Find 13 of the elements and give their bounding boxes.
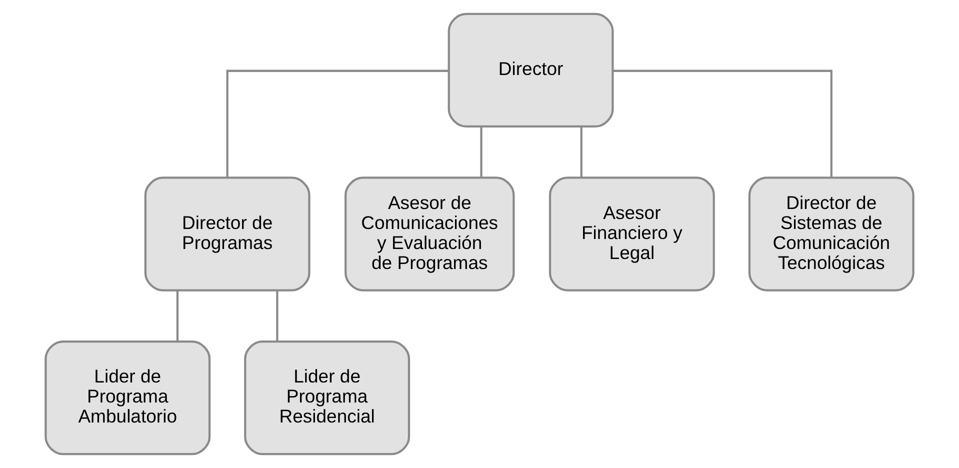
node-box: Director de Sistemas de Comunicación Tecnológicas [748,176,914,292]
connector [226,70,449,178]
node-box: Lider de Programa Ambulatorio [44,340,211,456]
node-box: Director de Programas [144,176,310,292]
node-box: Asesor de Comunicaciones y Evaluación de Programas [344,176,515,292]
connector [612,70,832,178]
node-box: Director [448,12,614,128]
node-box: Asesor Financiero y Legal [548,176,715,292]
connector [580,126,582,178]
node-box: Lider de Programa Residencial [244,340,410,456]
connector [176,290,179,342]
connector [480,126,482,178]
connector [276,290,278,342]
